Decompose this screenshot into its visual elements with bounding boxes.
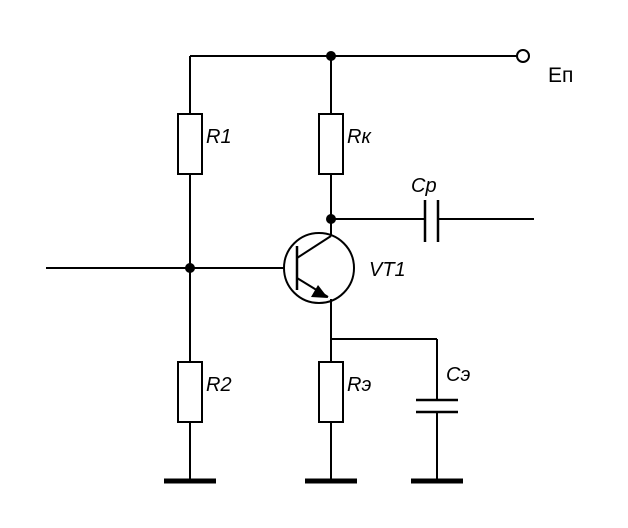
resistor-rk bbox=[318, 113, 344, 175]
transistor-vt1: VT1 bbox=[283, 232, 406, 304]
supply-terminal bbox=[516, 49, 530, 63]
transistor-envelope bbox=[283, 232, 355, 304]
rk-label: Rк bbox=[347, 126, 372, 148]
r2-label: R2 bbox=[206, 374, 232, 396]
supply-rail: Еп bbox=[190, 49, 573, 87]
emitter-branch: Rэ Cэ bbox=[305, 299, 470, 484]
ce-label: Cэ bbox=[446, 364, 470, 386]
emitter-arrow-icon bbox=[311, 285, 328, 298]
resistor-r2 bbox=[177, 361, 203, 423]
resistor-r1 bbox=[177, 113, 203, 175]
resistor-re bbox=[318, 361, 344, 423]
vt1-label: VT1 bbox=[369, 259, 406, 281]
cp-label: Cр bbox=[411, 175, 437, 197]
collector-branch: Rк Cр bbox=[318, 56, 534, 242]
r1-label: R1 bbox=[206, 126, 232, 148]
re-label: Rэ bbox=[347, 374, 371, 396]
supply-label: Еп bbox=[548, 64, 573, 87]
transistor-collector-lead bbox=[296, 235, 332, 259]
